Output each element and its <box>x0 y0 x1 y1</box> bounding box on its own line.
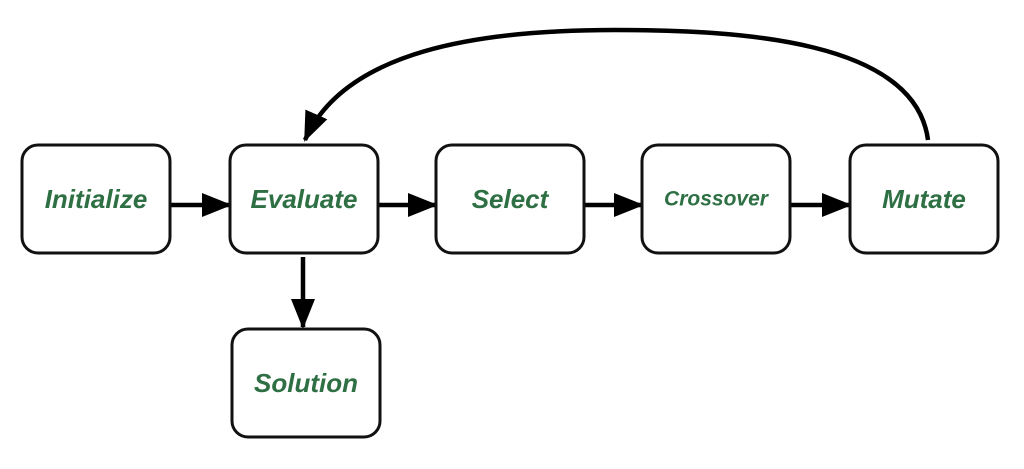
node-select-label: Select <box>472 184 550 214</box>
arrow-mutate-to-evaluate <box>302 27 931 142</box>
node-evaluate-label: Evaluate <box>251 184 358 214</box>
node-crossover: Crossover <box>640 143 792 255</box>
node-mutate-label: Mutate <box>882 184 966 214</box>
node-crossover-label: Crossover <box>664 188 770 211</box>
node-mutate: Mutate <box>848 143 1000 255</box>
node-evaluate: Evaluate <box>228 143 380 255</box>
node-select: Select <box>434 143 586 255</box>
node-solution-label: Solution <box>254 368 358 398</box>
node-initialize: Initialize <box>20 143 172 255</box>
node-solution: Solution <box>230 327 382 439</box>
node-initialize-label: Initialize <box>45 184 148 214</box>
